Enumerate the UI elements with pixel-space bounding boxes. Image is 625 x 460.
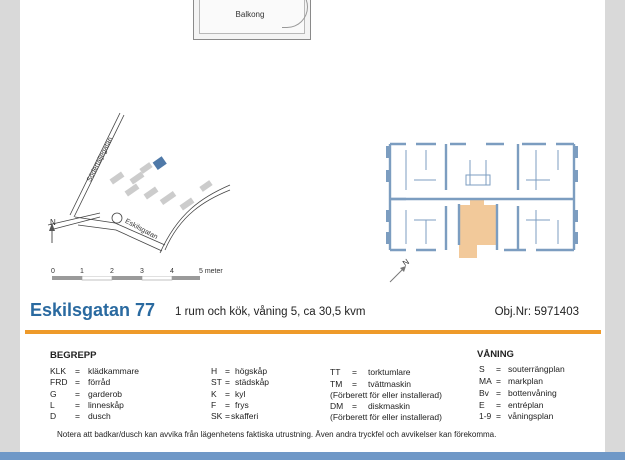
legend-key: TM (330, 379, 343, 389)
legend-eq: = (352, 379, 357, 389)
legend-value: markplan (508, 376, 543, 386)
bottom-bar (0, 452, 625, 460)
floorplan-sheet (20, 0, 605, 452)
object-number: Obj.Nr: 5971403 (494, 306, 579, 318)
balcony-door-arc (282, 0, 308, 28)
legend-value: städskåp (235, 377, 270, 387)
legend-value: skafferi (231, 411, 259, 421)
legend-key: Bv (479, 388, 489, 398)
legend-eq: = (352, 367, 357, 377)
legend-value: (Förberett för eller installerad) (330, 390, 442, 400)
legend-key: ST (211, 377, 222, 387)
keyplan-north-arrow (389, 266, 406, 283)
legend-value: klädkammare (88, 366, 140, 376)
balcony-plan: Balkong (193, 0, 311, 40)
building-keyplan (386, 142, 578, 258)
legend-eq: = (75, 411, 80, 421)
legend-value: bottenvåning (508, 388, 557, 398)
legend-key: G (50, 389, 57, 399)
apartment-description: 1 rum och kök, våning 5, ca 30,5 kvm (175, 306, 366, 318)
legend-value: entréplan (508, 400, 544, 410)
scale-bar (52, 276, 200, 281)
legend-eq: = (496, 400, 501, 410)
legend-value: våningsplan (508, 411, 554, 421)
building-marker (152, 156, 167, 170)
legend-value: dusch (88, 411, 111, 421)
legend-value: (Förberett för eller installerad) (330, 412, 442, 422)
legend-eq: = (496, 376, 501, 386)
title-row: Eskilsgatan 77 1 rum och kök, våning 5, … (30, 298, 585, 324)
legend-value: frys (235, 400, 249, 410)
legend-value: garderob (88, 389, 123, 399)
legend-value: linneskåp (88, 400, 124, 410)
scale-tick-3: 3 (140, 268, 144, 275)
legend-value: souterrängplan (508, 364, 565, 374)
balcony-label: Balkong (235, 10, 265, 19)
location-map (47, 112, 231, 254)
map-north-label: N (50, 218, 56, 227)
legend-eq: = (496, 388, 501, 398)
legend-key: DM (330, 401, 344, 411)
legend-key: MA (479, 376, 492, 386)
begrepp-heading: BEGREPP (50, 350, 97, 361)
balcony-inner: Balkong (199, 0, 308, 34)
legend-key: K (211, 389, 217, 399)
legend-key: S (479, 364, 485, 374)
legend-eq: = (75, 377, 80, 387)
legend-eq: = (225, 411, 230, 421)
legend-key: H (211, 366, 218, 376)
scale-tick-4: 4 (170, 268, 174, 275)
legend-eq: = (75, 400, 80, 410)
legend-key: SK (211, 411, 223, 421)
legend-eq: = (225, 400, 230, 410)
legend-eq: = (496, 411, 501, 421)
legend-key: FRD (50, 377, 68, 387)
legend-eq: = (352, 401, 357, 411)
legend-key: TT (330, 367, 341, 377)
legend-key: E (479, 400, 485, 410)
legend-key: L (50, 400, 55, 410)
legend-value: kyl (235, 389, 246, 399)
disclaimer-note: Notera att badkar/dusch kan avvika från … (57, 430, 497, 439)
legend-value: tvättmaskin (368, 379, 411, 389)
legend-eq: = (225, 377, 230, 387)
legend-eq: = (496, 364, 501, 374)
scale-tick-2: 2 (110, 268, 114, 275)
apartment-highlight (459, 205, 497, 245)
legend-key: F (211, 400, 217, 410)
scale-tick-5: 5 meter (199, 268, 223, 275)
legend-value: diskmaskin (368, 401, 411, 411)
scale-tick-0: 0 (51, 268, 55, 275)
scale-tick-1: 1 (80, 268, 84, 275)
legend-value: förråd (88, 377, 111, 387)
address-title: Eskilsgatan 77 (30, 300, 156, 320)
legend-eq: = (225, 366, 230, 376)
legend-value: högskåp (235, 366, 268, 376)
orange-divider (25, 330, 601, 334)
legend-value: torktumlare (368, 367, 411, 377)
vaning-heading: VÅNING (477, 349, 514, 360)
legend-eq: = (75, 366, 80, 376)
legend-eq: = (225, 389, 230, 399)
legend-key: KLK (50, 366, 67, 376)
legend-key: D (50, 411, 57, 421)
legend-key: 1-9 (479, 411, 492, 421)
legend-eq: = (75, 389, 80, 399)
